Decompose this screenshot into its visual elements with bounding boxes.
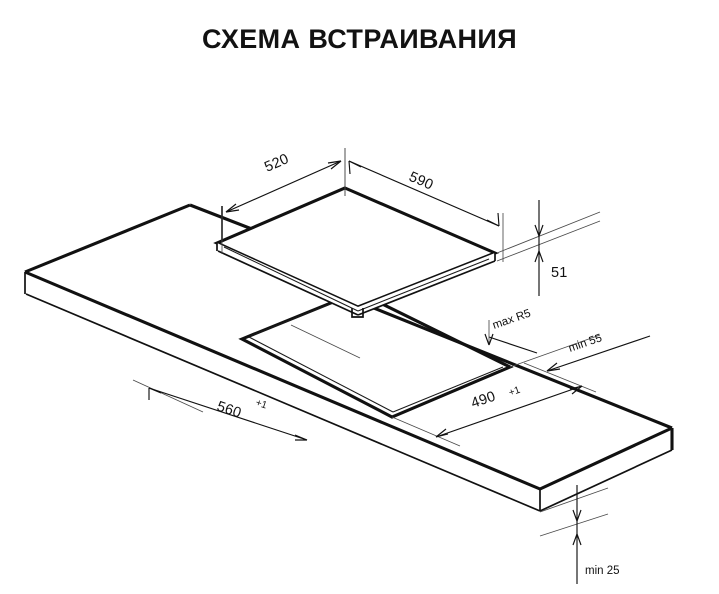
dim-51-label: 51 [551, 265, 568, 281]
cooktop-panel [213, 186, 500, 318]
dim-25-ext-top [539, 487, 609, 513]
dim-520-label: 520 [262, 151, 291, 176]
dim-490-arrow-right [569, 385, 583, 395]
dim-560-tolerance: +1 [254, 397, 269, 411]
dim-490-ext-left [391, 416, 461, 447]
dim-55-ext [509, 334, 601, 368]
dim-r5-arrow [484, 333, 494, 346]
dim-490-label: 490 [469, 389, 498, 412]
dim-51-arrow-bottom [534, 250, 544, 263]
worktop-top-face [25, 205, 672, 489]
dim-55-label: min 55 [567, 332, 604, 355]
dim-51-ext-bottom [496, 220, 601, 262]
dim-520-line [225, 160, 342, 213]
dim-560-ext-left [132, 379, 204, 413]
worktop-right-bottom-edge [539, 449, 673, 512]
dim-25-label: min 25 [585, 565, 620, 577]
dim-490-arrow-left [435, 428, 449, 438]
dimension-51: 51 [496, 200, 601, 296]
worktop-front-top-edge [24, 270, 541, 491]
worktop-front-bottom-edge [25, 293, 541, 512]
dim-490-tolerance: +1 [507, 385, 522, 399]
cutout-inner-lip-front [248, 336, 394, 413]
dim-560-line [148, 387, 308, 441]
dim-r5-leader [488, 336, 538, 354]
cooktop-right-side-bottom [357, 260, 496, 316]
cooktop-front-foot-detail [351, 308, 364, 318]
cooktop-frame-inner-left [223, 246, 359, 312]
dim-590-arrow-right [486, 212, 500, 227]
cutout-inner-lip-right [392, 366, 504, 413]
dim-520-arrow-left [225, 203, 240, 213]
dim-51-arrow-top [534, 224, 544, 237]
dim-25-arrow-top [572, 509, 582, 522]
dimension-490: 490 +1 [391, 362, 597, 447]
dim-55-arrow [546, 362, 561, 372]
dim-51-ext-top [496, 211, 601, 254]
dim-490-line [435, 385, 583, 438]
dim-25-ext-bottom [539, 513, 609, 537]
worktop-right-thickness-face [540, 428, 672, 511]
worktop-slab [24, 203, 674, 512]
dim-590-label: 590 [406, 169, 435, 194]
dim-590-arrow-left [348, 160, 362, 175]
dimension-min-25: min 25 [539, 485, 620, 584]
cooktop-left-side-bottom [217, 250, 359, 316]
page-title: СХЕМА ВСТРАИВАНИЯ [201, 24, 518, 54]
dim-560-ext-right [290, 324, 361, 359]
dim-560-arrow-left [148, 387, 162, 400]
worktop-right-top-edge [539, 426, 673, 491]
dim-490-ext-right [523, 362, 597, 393]
worktop-back-left-edge [24, 203, 191, 274]
dimension-560: 560 +1 [132, 324, 361, 441]
cooktop-frame-inner-right [357, 258, 490, 312]
dim-560-arrow-right [294, 434, 308, 441]
dim-25-arrow-bottom [572, 533, 582, 546]
dim-560-label: 560 [215, 399, 244, 422]
dim-55-leader [546, 335, 651, 372]
worktop-front-thickness-face [25, 272, 540, 511]
dim-520-arrow-right [327, 160, 342, 170]
cooktop-top-face [217, 188, 495, 307]
dim-590-line [348, 160, 500, 227]
